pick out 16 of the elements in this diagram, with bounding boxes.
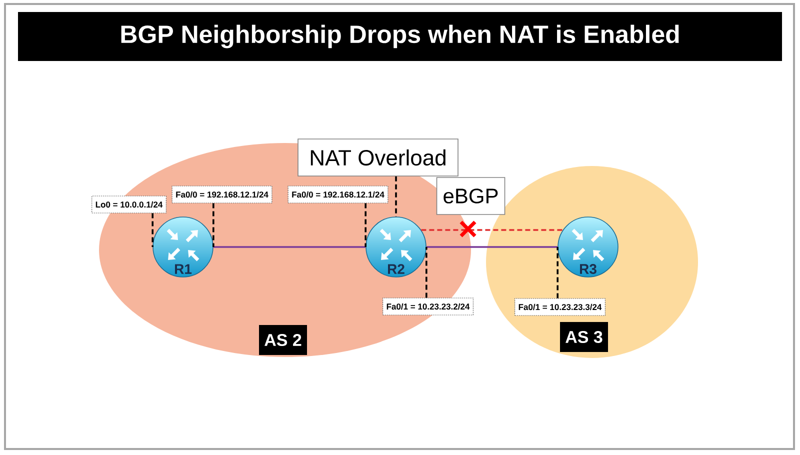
title-bar: BGP Neighborship Drops when NAT is Enabled <box>18 12 782 61</box>
link-line <box>213 246 366 248</box>
address-tag: Fa0/1 = 10.23.23.3/24 <box>514 298 606 316</box>
address-tag: Lo0 = 10.0.0.1/24 <box>92 196 166 214</box>
leader-line <box>364 203 366 247</box>
leader-line <box>556 247 558 298</box>
address-tag: Fa0/0 = 192.168.12.1/24 <box>172 186 272 204</box>
address-tag: Fa0/0 = 192.168.12.1/24 <box>288 186 388 204</box>
link-line <box>421 229 563 231</box>
leader-line <box>426 247 428 298</box>
leader-line <box>152 213 154 247</box>
edge-label: eBGP <box>436 177 506 215</box>
leader-line <box>212 203 214 247</box>
as-label: AS 2 <box>259 325 307 355</box>
as-label: AS 3 <box>560 322 608 352</box>
link-line <box>426 246 558 248</box>
